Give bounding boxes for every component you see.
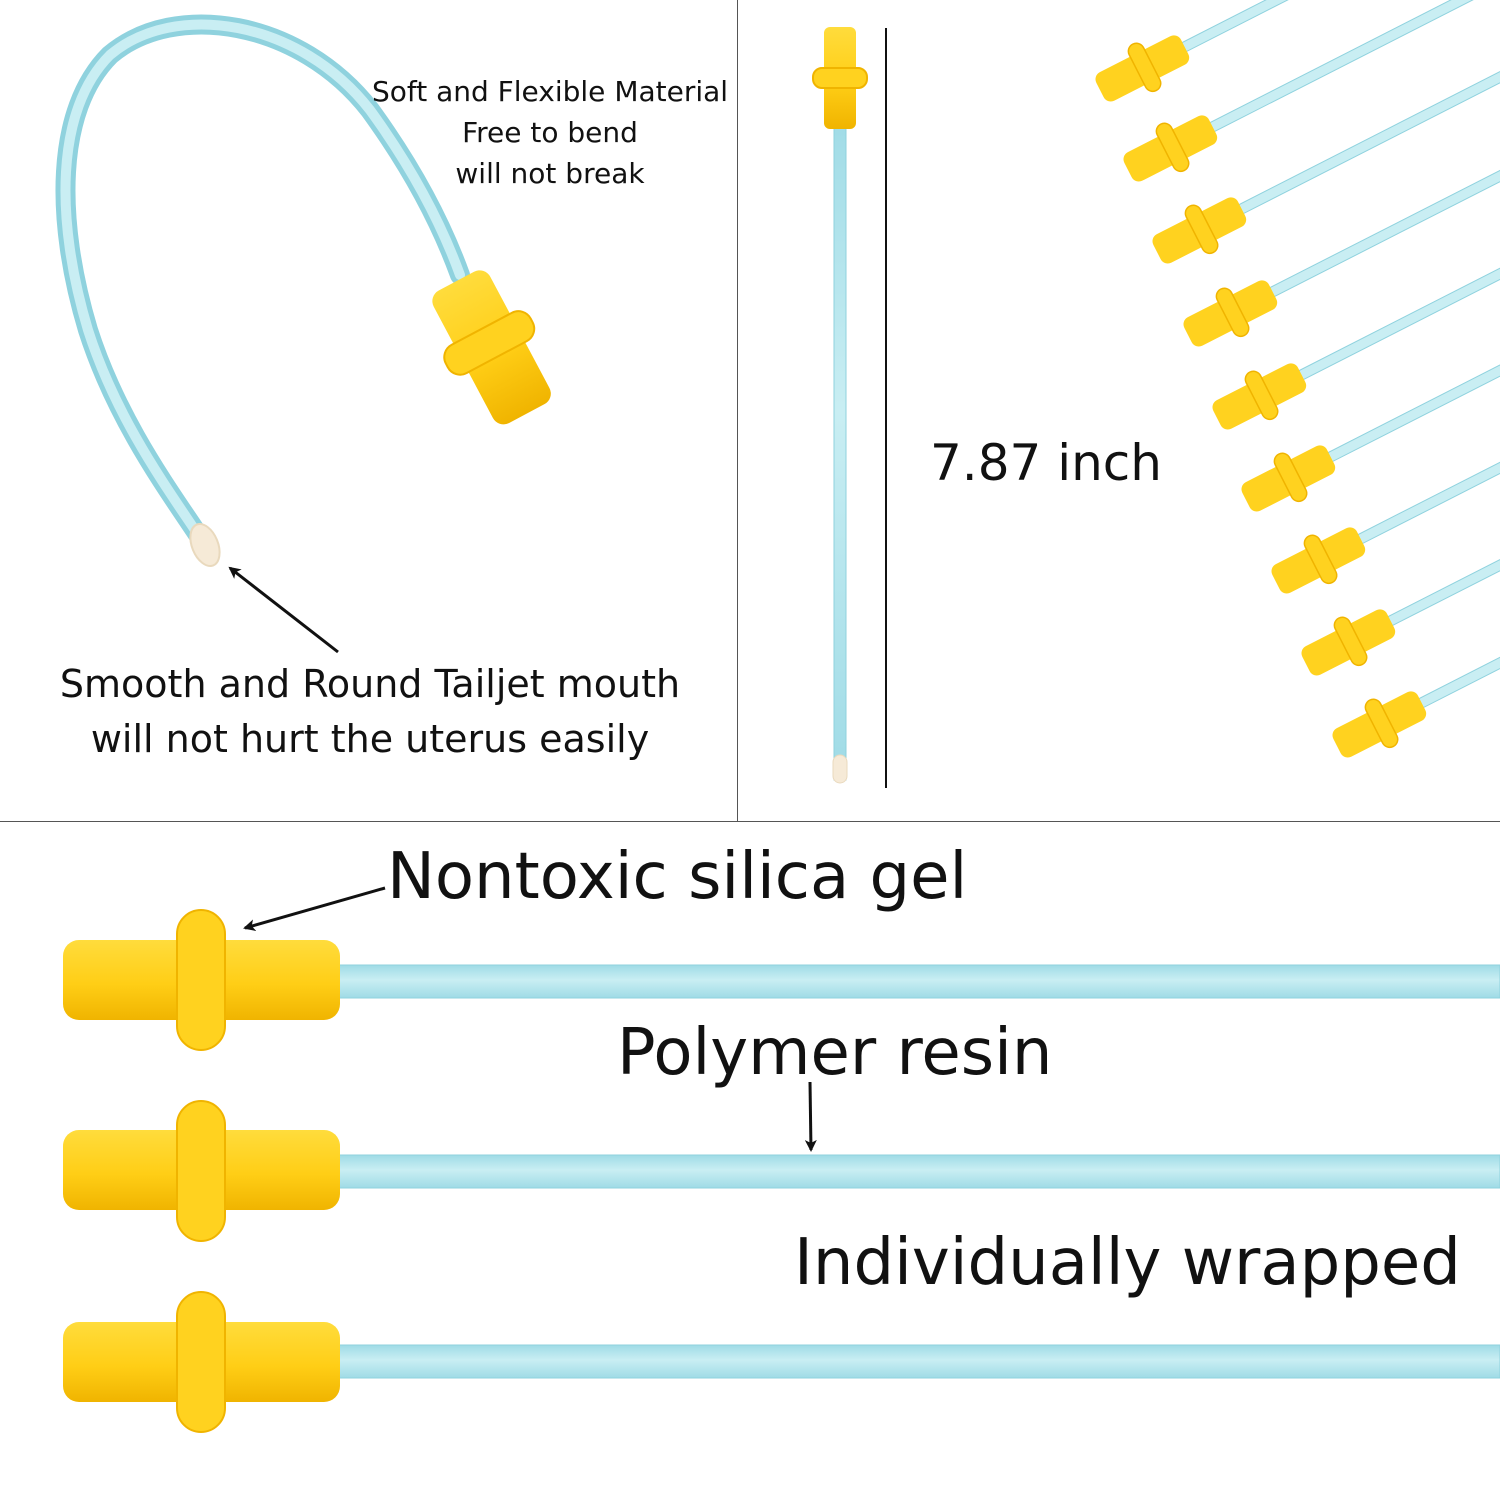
fan-catheter	[1241, 267, 1500, 512]
fan-catheter	[1123, 0, 1500, 182]
catheter-row-1	[63, 909, 1500, 1051]
fan-catheter	[1152, 19, 1500, 264]
arrow-icon	[243, 886, 386, 932]
catheter-fan	[1095, 0, 1500, 758]
fan-catheter	[1212, 185, 1500, 430]
catheter-row-2	[63, 1100, 1500, 1242]
material-line-3: will not break	[455, 157, 645, 190]
material-line-1: Soft and Flexible Material	[371, 75, 729, 108]
label-individually-wrapped: Individually wrapped	[794, 1226, 1461, 1300]
fan-catheter	[1271, 349, 1500, 594]
length-label: 7.87 inch	[930, 434, 1162, 492]
fan-catheter	[1183, 102, 1500, 347]
fan-catheter	[1332, 513, 1500, 758]
label-nontoxic-silica-gel: Nontoxic silica gel	[387, 840, 968, 914]
catheter-row-3	[63, 1291, 1500, 1433]
bent-catheter	[55, 14, 551, 567]
straight-catheter	[812, 27, 868, 784]
vertical-divider	[737, 0, 738, 822]
arrow-icon	[804, 1081, 817, 1152]
label-polymer-resin: Polymer resin	[617, 1016, 1053, 1090]
material-line-2: Free to bend	[462, 116, 638, 149]
horizontal-divider	[0, 821, 1500, 822]
fan-catheter	[1301, 431, 1500, 676]
tip-line-1: Smooth and Round Tailjet mouth	[59, 662, 681, 706]
tip-line-2: will not hurt the uterus easily	[90, 717, 650, 761]
arrow-icon	[228, 566, 339, 654]
fan-catheter	[1095, 0, 1500, 102]
